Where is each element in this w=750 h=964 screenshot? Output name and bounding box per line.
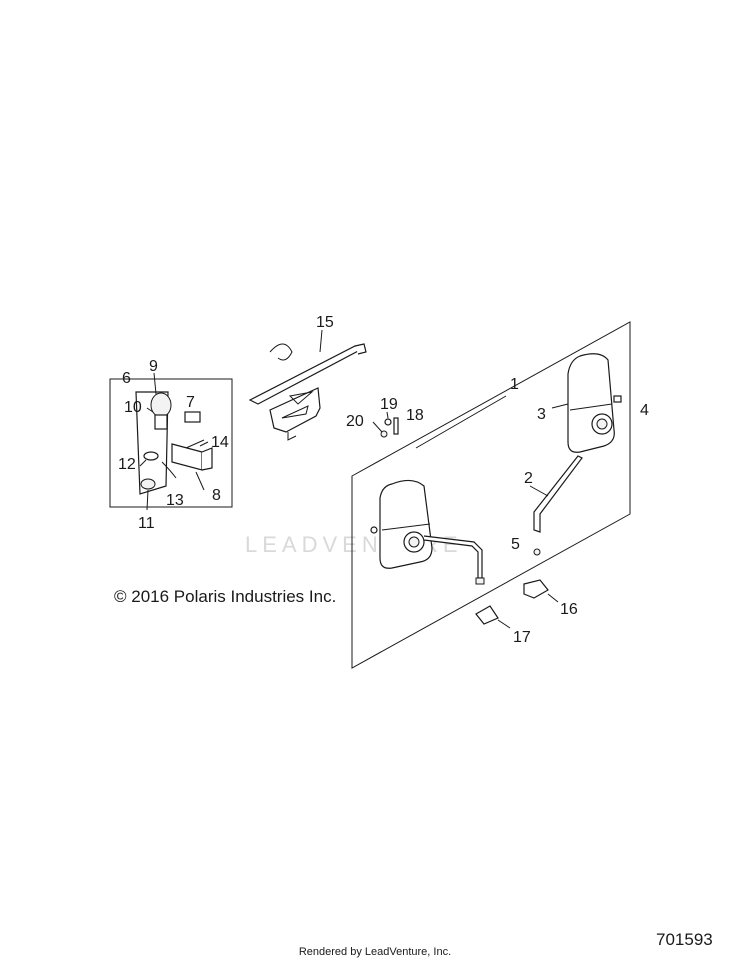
bracket-plate [269, 387, 321, 433]
callout-8: 8 [212, 487, 221, 504]
nut [140, 478, 156, 490]
bracket-hook [269, 343, 293, 361]
callout-19: 19 [380, 396, 398, 413]
callout-1: 1 [510, 376, 519, 393]
callout-2: 2 [524, 470, 533, 487]
callout-5: 5 [511, 536, 520, 553]
callout-9: 9 [149, 358, 158, 375]
callout-7: 7 [186, 394, 195, 411]
callout-17: 17 [513, 629, 531, 646]
group-box-1 [351, 321, 631, 669]
mount-bracket [248, 343, 367, 441]
hitch-ball [150, 392, 172, 418]
mirror-knob [613, 395, 622, 403]
callout-10: 10 [124, 399, 142, 416]
hitch-assembly [135, 391, 213, 495]
callout-13: 13 [166, 492, 184, 509]
group-box-6 [109, 378, 233, 508]
mirror-housing-right [567, 353, 615, 453]
washer-small [384, 418, 392, 426]
clamp-16 [523, 579, 549, 599]
callout-4: 4 [640, 402, 649, 419]
callout-6: 6 [122, 370, 131, 387]
callout-3: 3 [537, 406, 546, 423]
mirror-left [370, 479, 485, 585]
callout-12: 12 [118, 456, 136, 473]
callout-16: 16 [560, 601, 578, 618]
decal [184, 411, 201, 423]
callout-14: 14 [211, 434, 229, 451]
callout-20: 20 [346, 413, 364, 430]
callout-18: 18 [406, 407, 424, 424]
washer [143, 451, 159, 461]
mirror-arm-right [533, 455, 583, 533]
callout-15: 15 [316, 314, 334, 331]
copyright-text: © 2016 Polaris Industries Inc. [114, 587, 337, 606]
mirror-right [567, 353, 622, 453]
clamp-17 [475, 605, 499, 625]
hitch-ball-shank [154, 414, 168, 430]
clip [161, 461, 177, 479]
callout-11: 11 [138, 515, 155, 532]
diagram-id: 701593 [656, 930, 713, 949]
nut-small [380, 430, 388, 438]
mirror-hardware [380, 417, 399, 438]
screw [393, 417, 399, 435]
render-credit: Rendered by LeadVenture, Inc. [298, 946, 452, 958]
hitch-pin [185, 439, 205, 449]
mirror-arm-left [423, 535, 483, 579]
nut-5 [533, 548, 541, 556]
